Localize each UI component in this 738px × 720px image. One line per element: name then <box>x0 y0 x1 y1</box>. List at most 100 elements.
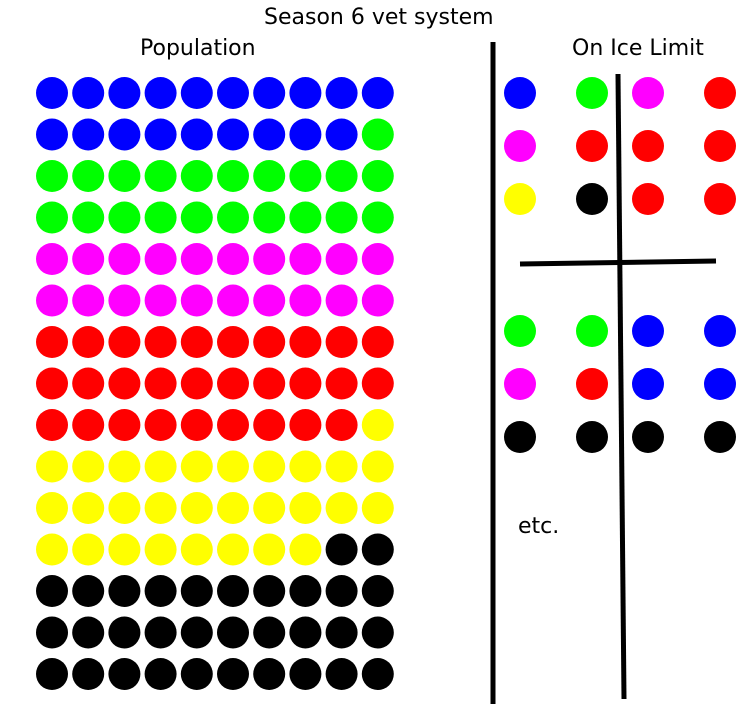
population-dot-yellow <box>253 492 286 524</box>
diagram-title: Season 6 vet system <box>264 5 494 30</box>
population-dot-yellow <box>289 533 322 566</box>
on-ice-dot-magenta <box>632 77 664 109</box>
population-dot-black <box>361 616 394 649</box>
population-grid <box>36 77 394 690</box>
population-dot-red <box>253 367 286 400</box>
population-dot-red <box>180 326 213 358</box>
on-ice-dot-yellow <box>504 183 536 215</box>
population-dot-black <box>144 658 177 690</box>
population-dot-red <box>180 409 213 441</box>
population-dot-yellow <box>72 533 105 566</box>
population-dot-yellow <box>361 409 394 441</box>
population-dot-yellow <box>325 492 358 524</box>
on-ice-vertical-divider <box>615 73 627 700</box>
population-dot-red <box>289 367 322 400</box>
on-ice-dot-magenta <box>504 130 536 162</box>
on-ice-dot-green <box>576 315 608 347</box>
population-dot-yellow <box>180 533 213 566</box>
population-dot-red <box>72 409 105 441</box>
population-dot-black <box>253 575 286 607</box>
population-dot-magenta <box>361 243 394 275</box>
population-dot-green <box>217 160 249 192</box>
population-dot-red <box>361 326 394 358</box>
population-dot-blue <box>144 118 177 151</box>
population-dot-green <box>289 160 322 192</box>
population-dot-blue <box>361 77 394 109</box>
population-dot-red <box>325 409 358 441</box>
on-ice-dot-red <box>632 183 664 215</box>
population-dot-yellow <box>180 450 213 483</box>
population-dot-yellow <box>36 533 68 566</box>
population-dot-magenta <box>144 243 177 275</box>
population-dot-black <box>180 658 213 690</box>
etc-label: etc. <box>518 514 560 539</box>
population-dot-magenta <box>289 243 322 275</box>
population-dot-magenta <box>361 284 394 317</box>
population-dot-green <box>36 201 68 234</box>
population-dot-yellow <box>361 492 394 524</box>
population-dot-black <box>361 658 394 690</box>
population-dot-blue <box>180 118 213 151</box>
on-ice-dot-blue <box>504 77 536 109</box>
population-dot-green <box>361 118 394 151</box>
population-dot-magenta <box>325 243 358 275</box>
population-dot-yellow <box>72 492 105 524</box>
population-dot-red <box>36 367 68 400</box>
population-dot-red <box>108 326 141 358</box>
population-dot-blue <box>217 118 249 151</box>
population-dot-magenta <box>325 284 358 317</box>
population-dot-red <box>289 326 322 358</box>
population-dot-red <box>217 326 249 358</box>
population-dot-yellow <box>217 492 249 524</box>
population-dot-red <box>325 326 358 358</box>
population-dot-black <box>217 616 249 649</box>
population-dot-black <box>253 658 286 690</box>
population-dot-black <box>36 575 68 607</box>
on-ice-dot-black <box>704 421 736 453</box>
population-dot-magenta <box>217 243 249 275</box>
population-dot-green <box>253 201 286 234</box>
population-dot-black <box>361 533 394 566</box>
population-dot-green <box>144 201 177 234</box>
population-dot-red <box>180 367 213 400</box>
on-ice-dot-black <box>576 421 608 453</box>
on-ice-dot-magenta <box>504 368 536 400</box>
population-dot-green <box>36 160 68 192</box>
on-ice-dot-green <box>504 315 536 347</box>
population-dot-black <box>325 575 358 607</box>
on-ice-dot-red <box>704 77 736 109</box>
population-dot-blue <box>253 118 286 151</box>
population-dot-yellow <box>72 450 105 483</box>
population-dot-black <box>217 575 249 607</box>
population-dot-black <box>144 575 177 607</box>
population-dot-blue <box>108 77 141 109</box>
population-dot-blue <box>325 118 358 151</box>
population-dot-yellow <box>289 450 322 483</box>
population-dot-red <box>72 367 105 400</box>
population-dot-blue <box>289 118 322 151</box>
population-dot-black <box>108 658 141 690</box>
population-dot-green <box>108 201 141 234</box>
population-dot-black <box>289 658 322 690</box>
population-dot-yellow <box>144 450 177 483</box>
population-dot-green <box>72 201 105 234</box>
on-ice-dot-black <box>504 421 536 453</box>
population-dot-yellow <box>361 450 394 483</box>
population-dot-yellow <box>217 533 249 566</box>
population-dot-yellow <box>325 450 358 483</box>
population-dot-magenta <box>108 243 141 275</box>
population-dot-red <box>144 367 177 400</box>
population-dot-black <box>289 616 322 649</box>
population-dot-green <box>108 160 141 192</box>
population-dot-blue <box>217 77 249 109</box>
population-dot-magenta <box>217 284 249 317</box>
population-dot-yellow <box>108 450 141 483</box>
population-dot-magenta <box>289 284 322 317</box>
population-dot-black <box>72 658 105 690</box>
population-dot-red <box>325 367 358 400</box>
population-dot-black <box>361 575 394 607</box>
population-dot-blue <box>108 118 141 151</box>
population-dot-magenta <box>253 243 286 275</box>
population-dot-yellow <box>217 450 249 483</box>
population-dot-blue <box>72 118 105 151</box>
